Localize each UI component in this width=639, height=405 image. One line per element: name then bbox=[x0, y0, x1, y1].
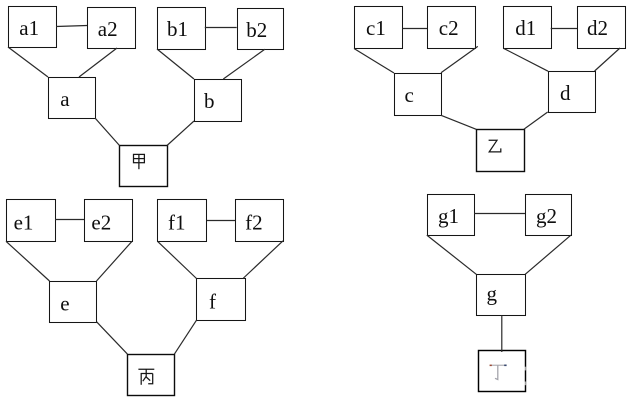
svg-text:e: e bbox=[60, 292, 69, 316]
svg-text:d: d bbox=[560, 81, 571, 105]
svg-text:d1: d1 bbox=[515, 16, 536, 40]
svg-text:b: b bbox=[204, 89, 215, 113]
svg-text:d2: d2 bbox=[587, 16, 608, 40]
svg-text:g1: g1 bbox=[438, 204, 459, 228]
svg-text:g: g bbox=[487, 282, 498, 306]
svg-text:b1: b1 bbox=[167, 17, 188, 41]
svg-text:e1: e1 bbox=[14, 211, 34, 235]
svg-text:a1: a1 bbox=[19, 16, 39, 40]
svg-text:a2: a2 bbox=[98, 17, 118, 41]
svg-text:c: c bbox=[405, 83, 414, 107]
svg-text:c2: c2 bbox=[439, 16, 459, 40]
svg-text:g2: g2 bbox=[536, 204, 557, 228]
svg-text:a: a bbox=[60, 87, 70, 111]
svg-text:f: f bbox=[209, 290, 216, 314]
svg-text:f2: f2 bbox=[245, 211, 263, 235]
svg-text:c1: c1 bbox=[366, 16, 386, 40]
svg-text:f1: f1 bbox=[168, 211, 186, 235]
svg-text:e2: e2 bbox=[91, 211, 111, 235]
svg-text:b2: b2 bbox=[246, 18, 267, 42]
